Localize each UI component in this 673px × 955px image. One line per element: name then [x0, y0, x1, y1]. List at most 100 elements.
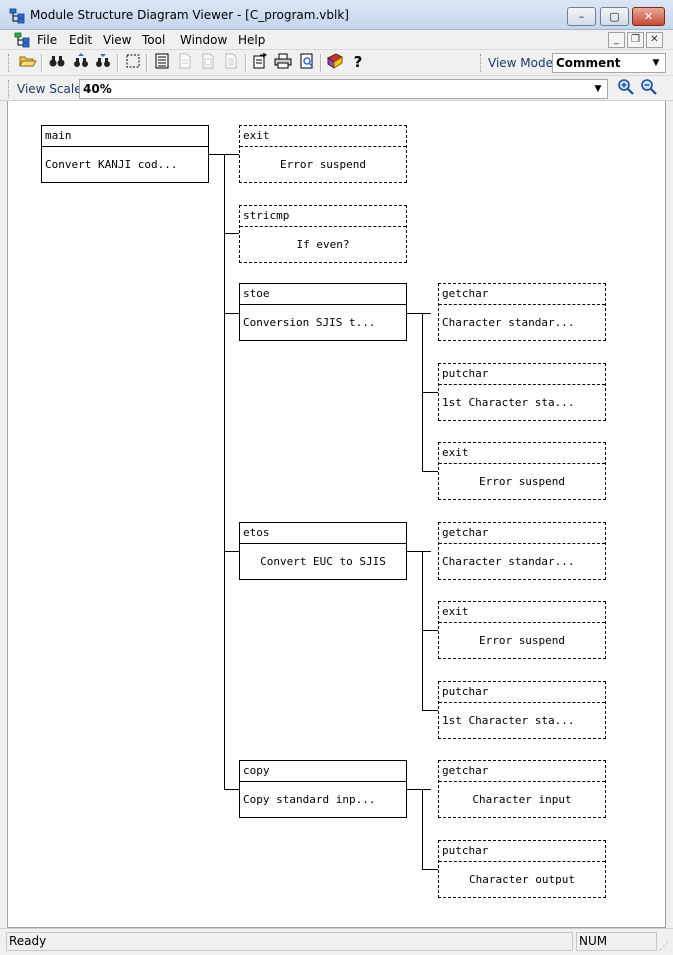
- module-node-putchar[interactable]: putchar Character output: [438, 840, 606, 898]
- document-icon[interactable]: [14, 32, 30, 48]
- export-icon[interactable]: [250, 52, 270, 72]
- close-button[interactable]: ✕: [632, 7, 665, 26]
- connector-line: [422, 869, 438, 870]
- module-comment: Character output: [469, 873, 575, 886]
- module-node-stoe[interactable]: stoe Conversion SJIS t...: [239, 283, 407, 341]
- view-scale-select[interactable]: 40% ▼: [79, 79, 608, 99]
- book-icon[interactable]: [325, 53, 345, 72]
- page-copy-icon[interactable]: [198, 53, 218, 72]
- connector-line: [224, 551, 240, 552]
- connector-line: [422, 710, 438, 711]
- view-mode-label: View Mode: [488, 56, 553, 70]
- module-name: exit: [439, 443, 605, 464]
- maximize-button[interactable]: ▢: [600, 7, 629, 26]
- print-icon[interactable]: [273, 53, 293, 72]
- module-node-main[interactable]: main Convert KANJI cod...: [41, 125, 209, 183]
- module-comment: Character standar...: [442, 316, 575, 329]
- module-name: putchar: [439, 841, 605, 862]
- zoom-out-icon[interactable]: [639, 78, 659, 97]
- module-node-getchar[interactable]: getchar Character input: [438, 760, 606, 818]
- num-lock-indicator: NUM: [576, 932, 657, 951]
- chevron-down-icon[interactable]: ▼: [594, 84, 602, 94]
- view-scale-label: View Scale: [17, 82, 82, 96]
- find-previous-icon[interactable]: [71, 53, 91, 72]
- module-node-getchar[interactable]: getchar Character standar...: [438, 283, 606, 341]
- connector-line: [208, 154, 233, 155]
- menu-file[interactable]: File: [37, 33, 58, 47]
- diagram-canvas[interactable]: main Convert KANJI cod... exit Error sus…: [7, 101, 666, 928]
- module-node-exit[interactable]: exit Error suspend: [438, 601, 606, 659]
- connector-line: [224, 313, 240, 314]
- module-comment: Error suspend: [279, 158, 367, 171]
- page-text-icon[interactable]: [221, 53, 241, 72]
- module-name: getchar: [439, 523, 605, 544]
- connector-line: [422, 789, 423, 869]
- view-mode-select[interactable]: Comment ▼: [552, 53, 666, 73]
- module-comment: Convert EUC to SJIS: [260, 555, 386, 568]
- menu-window[interactable]: Window: [180, 33, 228, 47]
- toolbar-grip[interactable]: [8, 54, 11, 72]
- connector-line: [224, 789, 240, 790]
- menu-tool[interactable]: Tool: [142, 33, 166, 47]
- find-icon[interactable]: [47, 53, 67, 72]
- page-icon[interactable]: [175, 53, 195, 72]
- module-name: putchar: [439, 682, 605, 703]
- connector-line: [407, 789, 431, 790]
- connector-line: [224, 233, 240, 234]
- toolbar-separator: [146, 54, 148, 72]
- toolbar-separator: [41, 54, 43, 72]
- status-text: Ready: [6, 932, 573, 951]
- module-node-stricmp[interactable]: stricmp If even?: [239, 205, 407, 263]
- menu-help[interactable]: Help: [238, 33, 266, 47]
- module-comment: Error suspend: [478, 634, 566, 647]
- find-next-icon[interactable]: [93, 53, 113, 72]
- window-title: Module Structure Diagram Viewer - [C_pro…: [30, 8, 349, 22]
- title-bar[interactable]: Module Structure Diagram Viewer - [C_pro…: [0, 0, 673, 30]
- open-folder-icon[interactable]: [18, 53, 38, 72]
- connector-line: [407, 313, 431, 314]
- module-node-copy[interactable]: copy Copy standard inp...: [239, 760, 407, 818]
- toolbar-grip[interactable]: [8, 80, 11, 98]
- module-comment: If even?: [296, 238, 350, 251]
- module-comment: Conversion SJIS t...: [243, 316, 376, 329]
- connector-line: [407, 551, 431, 552]
- mdi-restore-button[interactable]: ❐: [627, 32, 644, 48]
- minimize-button[interactable]: –: [567, 7, 596, 26]
- zoom-in-icon[interactable]: [616, 78, 636, 97]
- toolbar-grip[interactable]: [480, 54, 483, 72]
- chevron-down-icon[interactable]: ▼: [652, 58, 660, 68]
- print-preview-icon[interactable]: [297, 53, 317, 72]
- app-icon: [9, 8, 25, 24]
- module-name: etos: [240, 523, 406, 544]
- view-scale-bar: View Scale 40% ▼: [0, 77, 673, 101]
- menu-edit[interactable]: Edit: [69, 33, 93, 47]
- module-node-etos[interactable]: etos Convert EUC to SJIS: [239, 522, 407, 580]
- module-node-exit[interactable]: exit Error suspend: [239, 125, 407, 183]
- module-node-getchar[interactable]: getchar Character standar...: [438, 522, 606, 580]
- view-scale-value: 40%: [83, 82, 112, 96]
- module-name: copy: [240, 761, 406, 782]
- module-name: getchar: [439, 284, 605, 305]
- module-name: getchar: [439, 761, 605, 782]
- module-name: stoe: [240, 284, 406, 305]
- menu-view[interactable]: View: [103, 33, 132, 47]
- list-view-icon[interactable]: [152, 53, 172, 72]
- module-comment: Error suspend: [478, 475, 566, 488]
- toolbar: ? View Mode Comment ▼: [0, 50, 673, 76]
- resize-grip-icon[interactable]: ⋰: [659, 941, 669, 952]
- status-bar: Ready NUM ⋰: [0, 928, 673, 955]
- module-node-exit[interactable]: exit Error suspend: [438, 442, 606, 500]
- connector-line: [422, 471, 438, 472]
- select-area-icon[interactable]: [123, 53, 143, 72]
- module-node-putchar[interactable]: putchar 1st Character sta...: [438, 681, 606, 739]
- mdi-close-button[interactable]: ✕: [646, 32, 663, 48]
- view-mode-value: Comment: [556, 56, 621, 70]
- module-node-putchar[interactable]: putchar 1st Character sta...: [438, 363, 606, 421]
- module-comment: Character input: [472, 793, 572, 806]
- help-icon[interactable]: ?: [353, 53, 363, 71]
- module-comment: 1st Character sta...: [442, 396, 575, 409]
- module-comment: Convert KANJI cod...: [45, 158, 178, 171]
- mdi-minimize-button[interactable]: _: [608, 32, 625, 48]
- module-name: putchar: [439, 364, 605, 385]
- module-name: exit: [240, 126, 406, 147]
